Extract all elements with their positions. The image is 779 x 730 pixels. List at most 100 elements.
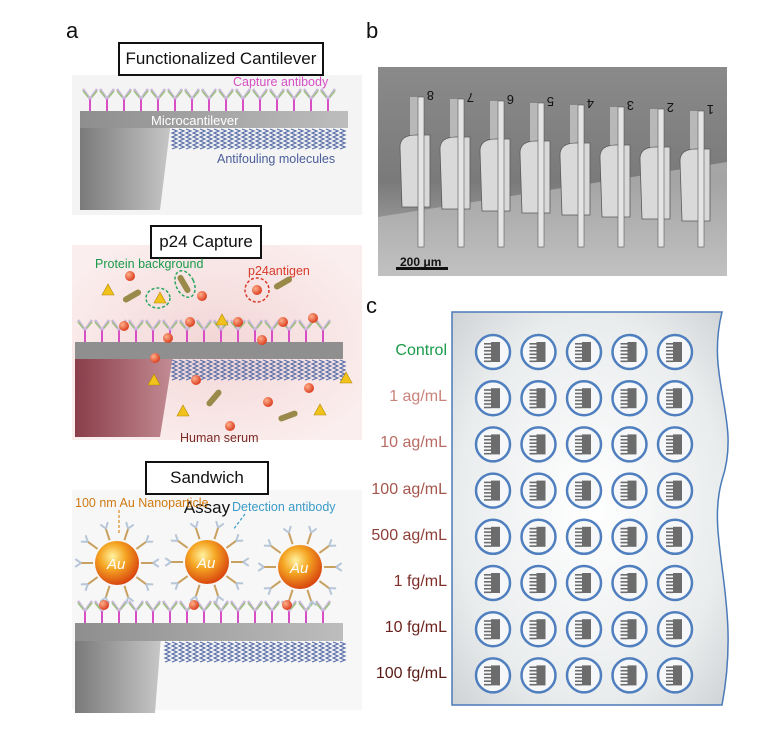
protein-triangle [101,283,115,296]
antifouling-row-2 [170,359,347,381]
well [656,564,694,602]
p24antigen-label: p24antigen [248,264,310,278]
p24-antigen [197,291,207,301]
panel-label-b: b [366,18,379,43]
antifouling-molecule [177,641,186,663]
antifouling-molecule [226,359,235,381]
human-serum-label: Human serum [180,431,259,445]
well [474,657,512,694]
capture-antibody [217,88,235,111]
antifouling-molecule [268,641,277,663]
antifouling-molecule [282,359,291,381]
microcantilever-beam-1 [80,111,348,128]
antifouling-molecule [331,128,340,150]
well [611,610,648,648]
capture-antibody [161,600,179,623]
au-nanoparticle-label: 100 nm Au Nanoparticle [75,496,209,510]
capture-antibody-label: Capture antibody [233,75,329,89]
antifouling-molecule [198,128,207,150]
sem-cantilever [639,108,671,248]
capture-antibody [127,319,145,342]
capture-antibody [76,319,94,342]
antifouling-molecule [331,641,340,663]
antifouling-molecule [240,641,249,663]
antifouling-molecule [191,128,200,150]
antifouling-molecule [324,359,333,381]
capture-antibody [93,319,111,342]
capture-antibody [314,600,332,623]
cantilever-number: 6 [507,92,514,107]
protein-triangle [176,404,190,417]
antifouling-label: Antifouling molecules [217,152,336,166]
cantilever-number: 4 [587,96,594,111]
antifouling-molecule [303,128,312,150]
antifouling-molecule [219,359,228,381]
p24-antigen [304,383,314,393]
antifouling-molecule [296,359,305,381]
well [474,379,512,417]
au-text: Au [196,555,216,572]
well [656,518,694,556]
well [474,564,512,602]
capture-antibody [132,88,150,111]
capture-antibody [246,319,264,342]
well [656,657,694,694]
antifouling-molecule [226,128,235,150]
antifouling-molecule [177,128,186,150]
cantilever-number: 1 [707,102,714,117]
antifouling-molecule [289,128,298,150]
well [611,518,648,556]
protein-triangle [147,373,161,386]
p24-antigen [185,317,195,327]
concentration-label: 100 fg/mL [375,665,447,683]
capture-antibody [127,600,145,623]
concentration-label: 100 ag/mL [371,480,447,498]
detection-antibody-label: Detection antibody [232,500,336,514]
antifouling-molecule [198,641,207,663]
p24-antigen [191,375,201,385]
antifouling-molecule [289,359,298,381]
antifouling-molecule [205,641,214,663]
well [520,333,557,371]
antifouling-molecule [338,359,347,381]
well [520,379,557,417]
capture-antibody [195,319,213,342]
antifouling-molecule [268,359,277,381]
sem-cantilever [519,102,551,248]
cantilever-number: 2 [667,100,674,115]
antifouling-molecule [324,128,333,150]
antifouling-molecule [310,359,319,381]
capture-antibody-row-1 [81,88,337,111]
au-text: Au [106,556,126,573]
antifouling-molecule [268,128,277,150]
capture-antibody [149,88,167,111]
well [474,472,512,509]
capture-antibody [229,600,247,623]
well [565,518,603,556]
antifouling-molecule [205,128,214,150]
capture-antibody [144,319,162,342]
sem-cantilever [599,106,631,248]
antifouling-molecule [261,641,270,663]
well [565,426,603,463]
antifouling-molecule [289,641,298,663]
well [565,472,603,509]
well [565,610,603,648]
p24-antigen [308,313,318,323]
antifouling-molecule [233,641,242,663]
antifouling-molecule [254,359,263,381]
capture-antibody [98,88,116,111]
concentration-label: 500 ag/mL [371,526,447,544]
protein-rod [278,410,298,422]
antifouling-molecule [184,128,193,150]
capture-antibody [319,88,337,111]
well [611,333,648,371]
p24-antigen [278,317,288,327]
well [611,657,648,694]
cantilever-body-3 [75,624,162,713]
capture-antibody [212,600,230,623]
antifouling-molecule [170,359,179,381]
